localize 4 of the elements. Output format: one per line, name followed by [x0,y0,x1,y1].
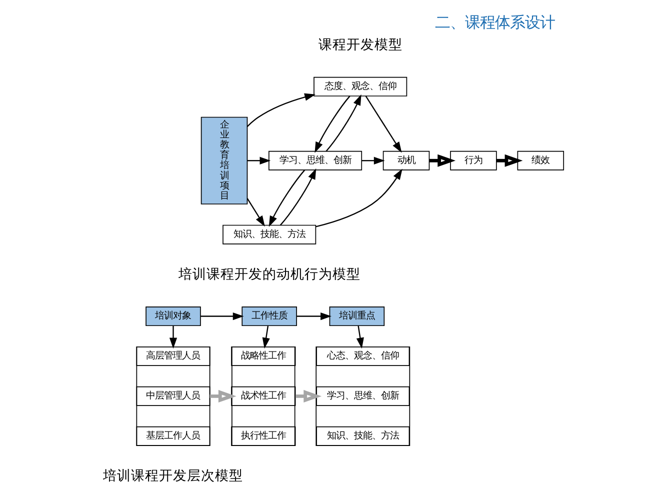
label: 培训课程开发层次模型 [103,468,244,484]
diagram-title: 二、课程体系设计 [435,13,556,32]
label: 培训课程开发的动机行为模型 [178,266,360,283]
label: 课程开发模型 [318,37,402,54]
